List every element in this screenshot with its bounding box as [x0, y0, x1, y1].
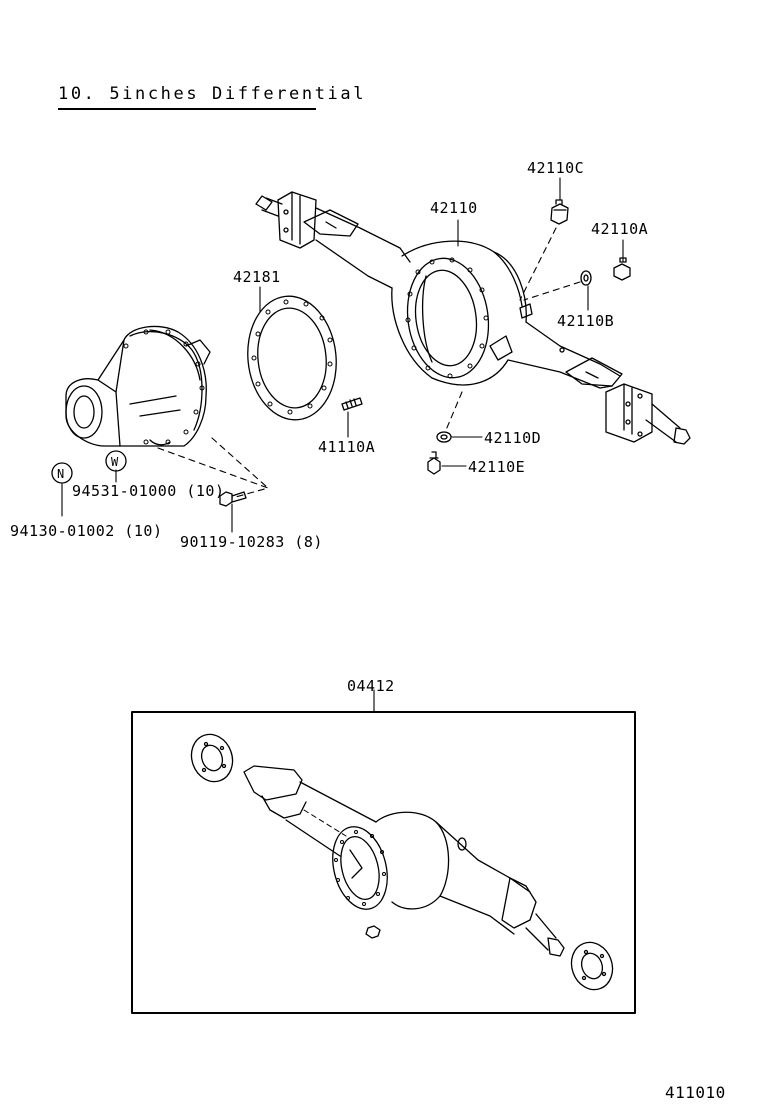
- part-label-94130[interactable]: 94130-01002 (10): [10, 522, 163, 540]
- hex-bolt-part[interactable]: [219, 491, 247, 507]
- part-label-42110d[interactable]: 42110D: [484, 429, 542, 447]
- leader-lines: [61, 177, 624, 713]
- gasket-part[interactable]: [242, 292, 342, 425]
- w-badge-circle: [105, 450, 127, 472]
- differential-carrier-part[interactable]: [65, 325, 211, 447]
- n-badge-letter: N: [57, 467, 65, 481]
- part-label-94531[interactable]: 94531-01000 (10): [72, 482, 225, 500]
- diagram-title: 10. 5inches Differential: [58, 84, 367, 104]
- part-label-42110b[interactable]: 42110B: [557, 312, 615, 330]
- w-badge-letter: W: [111, 455, 119, 469]
- part-label-42110c[interactable]: 42110C: [527, 159, 585, 177]
- part-label-04412[interactable]: 04412: [347, 677, 395, 695]
- drain-plug-part[interactable]: [427, 451, 441, 475]
- filler-plug-part[interactable]: [613, 257, 631, 281]
- plug-gasket-part[interactable]: [580, 270, 592, 286]
- part-label-42110a[interactable]: 42110A: [591, 220, 649, 238]
- kit-box-border: [131, 711, 636, 1014]
- part-label-41110a[interactable]: 41110A: [318, 438, 376, 456]
- title-underline: [58, 108, 316, 110]
- n-badge-circle: [51, 462, 73, 484]
- stud-bolt-part[interactable]: [341, 397, 363, 411]
- part-label-42181[interactable]: 42181: [233, 268, 281, 286]
- page-reference: 411010: [665, 1083, 726, 1102]
- part-label-42110[interactable]: 42110: [430, 199, 478, 217]
- axle-housing-part[interactable]: [255, 191, 691, 445]
- kit-axle-assembly[interactable]: [185, 729, 619, 996]
- part-label-42110e[interactable]: 42110E: [468, 458, 526, 476]
- breather-plug-part[interactable]: [550, 199, 569, 225]
- part-label-90119[interactable]: 90119-10283 (8): [180, 533, 323, 551]
- drain-gasket-part[interactable]: [436, 431, 452, 443]
